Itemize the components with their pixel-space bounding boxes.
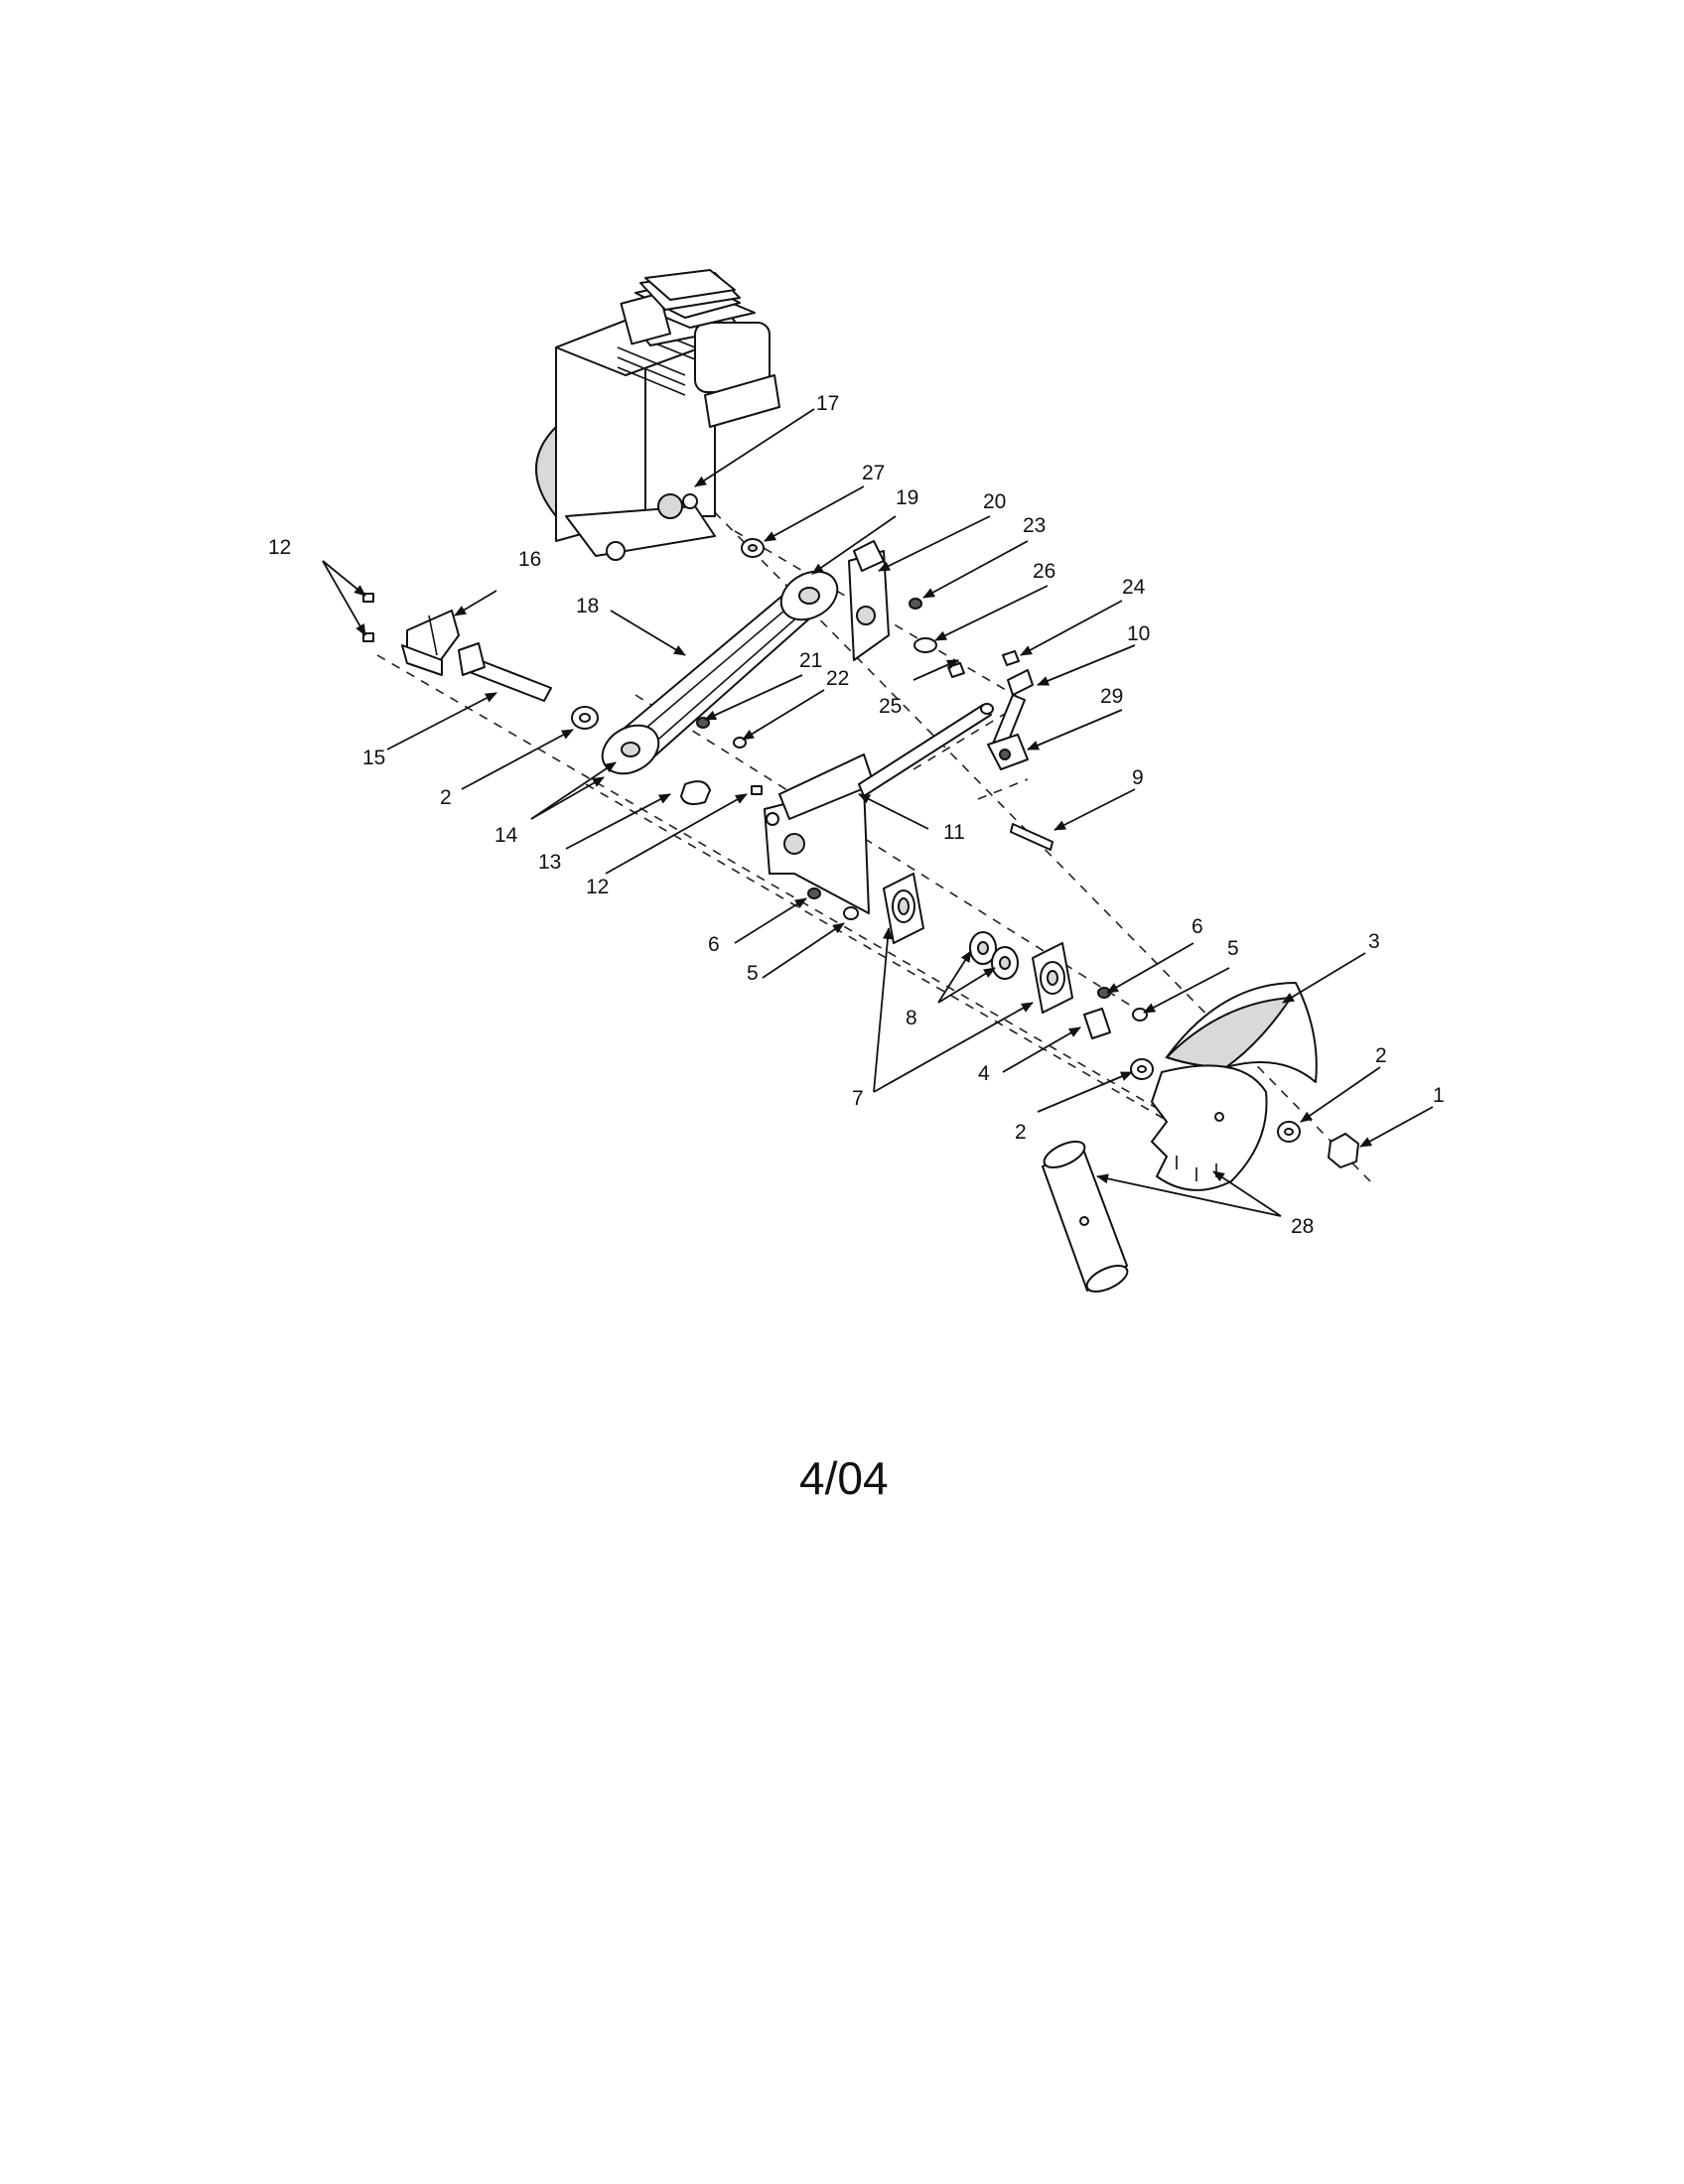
idler-bracket <box>401 610 460 676</box>
callout-17: 17 <box>816 392 839 415</box>
callout-21: 21 <box>799 649 822 672</box>
adjust-lever <box>987 669 1034 770</box>
bearings <box>969 931 1019 980</box>
control-rod <box>858 703 994 797</box>
callout-6: 6 <box>708 933 720 956</box>
callout-2: 2 <box>440 786 452 809</box>
pin <box>1010 823 1053 851</box>
callout-6: 6 <box>1192 915 1203 938</box>
pivot-bolt <box>458 642 552 702</box>
callout-24: 24 <box>1122 576 1146 599</box>
callout-18: 18 <box>576 595 599 617</box>
callout-20: 20 <box>983 490 1006 513</box>
callout-5: 5 <box>1227 937 1239 960</box>
callout-labels: 1 2 2 2 3 4 5 5 6 6 7 8 9 10 11 12 12 13… <box>268 392 1445 1238</box>
callout-12: 12 <box>586 876 609 898</box>
spacer <box>1083 1008 1111 1039</box>
bearing-flange-outer <box>1032 942 1073 1014</box>
callout-23: 23 <box>1023 514 1046 537</box>
small-bolts <box>362 593 374 642</box>
main-support-plate <box>764 753 875 914</box>
callout-13: 13 <box>538 851 561 874</box>
callout-8: 8 <box>906 1007 917 1029</box>
blade-wrench <box>1042 1141 1129 1293</box>
callout-27: 27 <box>862 462 885 484</box>
callout-9: 9 <box>1132 766 1144 789</box>
callout-28: 28 <box>1291 1215 1314 1238</box>
callout-29: 29 <box>1100 685 1123 708</box>
revision-date: 4/04 <box>799 1452 889 1504</box>
callout-16: 16 <box>518 548 541 571</box>
leader-lines <box>322 408 1434 1217</box>
middle-hardware <box>571 706 763 805</box>
callout-3: 3 <box>1368 930 1380 953</box>
engine <box>535 269 780 561</box>
callout-11: 11 <box>943 821 965 844</box>
callout-2: 2 <box>1015 1121 1027 1144</box>
callout-5: 5 <box>747 962 759 985</box>
callout-1: 1 <box>1433 1084 1445 1107</box>
callout-14: 14 <box>494 824 518 847</box>
callout-19: 19 <box>896 486 918 509</box>
lower-right-nuts <box>1097 987 1359 1168</box>
callout-15: 15 <box>362 747 385 769</box>
callout-10: 10 <box>1127 622 1150 645</box>
callout-12: 12 <box>268 536 291 559</box>
bearing-flange-inner <box>883 873 924 944</box>
callout-22: 22 <box>826 667 849 690</box>
edger-blade <box>1151 1064 1268 1191</box>
belt-guard-bracket <box>848 540 890 661</box>
callout-26: 26 <box>1033 560 1055 583</box>
callout-25: 25 <box>879 695 902 718</box>
callout-4: 4 <box>978 1062 990 1085</box>
callout-7: 7 <box>852 1087 864 1110</box>
upper-pulley <box>779 570 839 621</box>
callout-2: 2 <box>1375 1044 1387 1067</box>
lower-left-nuts <box>807 887 859 920</box>
